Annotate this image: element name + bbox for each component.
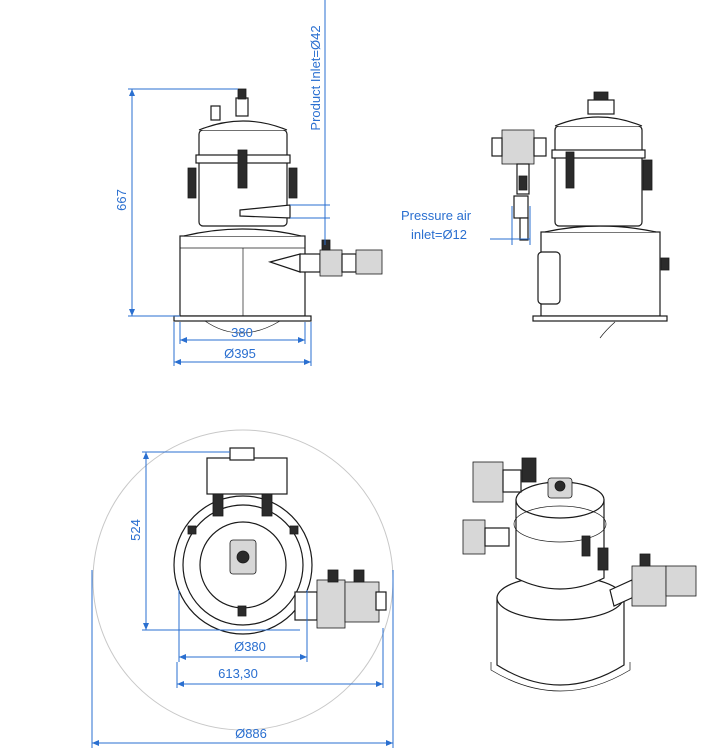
front-base-dome (183, 228, 302, 237)
isometric-view (462, 457, 697, 692)
top-view: 524 Ø380 613,30 Ø886 (91, 429, 394, 748)
front-top-filter (235, 97, 249, 117)
top-valve-block (206, 457, 288, 495)
dim-flange-395: Ø395 (224, 346, 256, 361)
front-air-valve (319, 249, 343, 277)
dim-height-667: 667 (114, 189, 129, 211)
dim-span-613: 613,30 (218, 666, 258, 681)
dim-clearance-886: Ø886 (235, 726, 267, 741)
front-lid (198, 120, 288, 131)
pressure-air-label-2: inlet=Ø12 (411, 227, 467, 242)
front-view: 667 380 Ø395 Product Inlet=Ø42 (114, 0, 383, 366)
iso-body (515, 499, 605, 590)
dim-depth-524: 524 (128, 519, 143, 541)
pressure-air-label-1: Pressure air (401, 208, 472, 223)
iso-air-valve (631, 565, 667, 607)
side-lid (554, 116, 643, 127)
dim-base-380-top: Ø380 (234, 639, 266, 654)
side-inspection-door (537, 251, 561, 305)
side-valve-block (501, 129, 535, 165)
top-air-connector (294, 591, 318, 621)
front-clamp-center (237, 149, 248, 189)
front-clamp-left (187, 167, 197, 199)
iso-base-housing (496, 597, 625, 686)
iso-valve-block (472, 461, 504, 503)
front-base-housing (179, 235, 306, 317)
product-inlet-label: Product Inlet=Ø42 (308, 25, 323, 130)
front-base-flange (173, 315, 312, 322)
front-clamp-right (288, 167, 298, 199)
side-base-dome (544, 225, 657, 233)
side-view: Pressure air inlet=Ø12 (401, 91, 670, 339)
top-air-valve (316, 579, 346, 629)
dim-base-380: 380 (231, 325, 253, 340)
